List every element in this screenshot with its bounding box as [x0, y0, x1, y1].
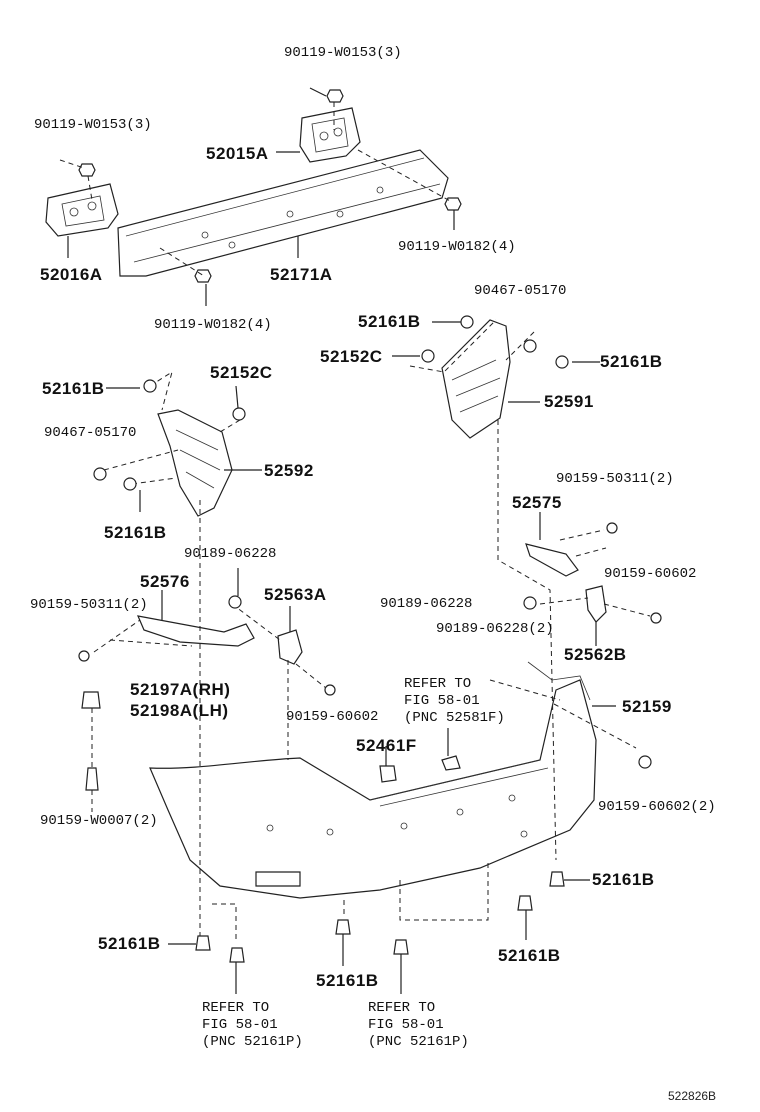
- cap-52461f: [379, 765, 397, 783]
- part-label: 90119-W0153(3): [284, 45, 402, 61]
- part-label: 52161B: [498, 946, 561, 965]
- clip-icon: [460, 315, 474, 329]
- part-label: 52152C: [210, 363, 273, 382]
- reference-note: REFER TO FIG 58-01 (PNC 52581F): [404, 676, 505, 726]
- part-label: 52161B: [592, 870, 655, 889]
- part-label: 90467-05170: [474, 283, 567, 299]
- part-label: 52576: [140, 572, 190, 591]
- bolt-icon: [78, 89, 462, 283]
- part-label: 52016A: [40, 265, 103, 284]
- screw-icon: [650, 612, 662, 624]
- part-label: 90159-W0007(2): [40, 813, 158, 829]
- beam-bracket-left: [45, 183, 119, 237]
- part-label: 90159-60602: [286, 709, 379, 725]
- bracket-52563a: [277, 629, 303, 665]
- pad-52581f: [441, 755, 461, 771]
- screw-icon: [638, 755, 652, 769]
- beam-bracket-right: [299, 107, 361, 163]
- part-label: 90467-05170: [44, 425, 137, 441]
- part-label: 90159-60602(2): [598, 799, 716, 815]
- part-label: 90189-06228: [184, 546, 277, 562]
- part-label: 52171A: [270, 265, 333, 284]
- part-label: 90159-50311(2): [30, 597, 148, 613]
- part-label: 90189-06228: [380, 596, 473, 612]
- part-label: 52575: [512, 493, 562, 512]
- part-label: 90159-60602: [604, 566, 697, 582]
- part-label: 52562B: [564, 645, 627, 664]
- retainer-52576: [137, 615, 255, 647]
- diagram-code: 522826B: [668, 1089, 717, 1103]
- part-label: 90119-W0153(3): [34, 117, 152, 133]
- clip-icon: [517, 895, 533, 911]
- side-retainer-left: [157, 409, 233, 517]
- part-label: 90159-50311(2): [556, 471, 674, 487]
- screw-icon: [78, 650, 90, 662]
- clip-icon: [549, 871, 565, 887]
- part-label: 52159: [622, 697, 672, 716]
- clip-icon: [523, 596, 537, 610]
- clip-icon: [393, 939, 409, 955]
- part-label: 52152C: [320, 347, 383, 366]
- clip-icon: [335, 919, 351, 935]
- clip-icon: [232, 407, 246, 421]
- screw-icon: [324, 684, 336, 696]
- part-label: 52161B: [42, 379, 105, 398]
- part-label: 52197A(RH): [130, 680, 231, 699]
- part-label: 52592: [264, 461, 314, 480]
- rear-bumper-cover: [149, 661, 597, 899]
- part-label: 52015A: [206, 144, 269, 163]
- reference-note: REFER TO FIG 58-01 (PNC 52161P): [368, 1000, 469, 1050]
- retainer-52575: [525, 543, 579, 577]
- clip-icon: [421, 349, 435, 363]
- part-label: 52161B: [316, 971, 379, 990]
- part-label: 52161B: [600, 352, 663, 371]
- clip-icon: [195, 935, 211, 951]
- part-label: 90119-W0182(4): [398, 239, 516, 255]
- clip-icon: [123, 477, 137, 491]
- part-label: 90119-W0182(4): [154, 317, 272, 333]
- pad-52197a: [81, 691, 101, 709]
- part-label: 52161B: [104, 523, 167, 542]
- screw-icon: [85, 767, 99, 791]
- clip-icon: [93, 467, 107, 481]
- part-label: 52563A: [264, 585, 327, 604]
- part-label: 52198A(LH): [130, 701, 229, 720]
- part-label: 52461F: [356, 736, 417, 755]
- clip-icon: [523, 339, 537, 353]
- clip-icon: [555, 355, 569, 369]
- part-label: 52161B: [98, 934, 161, 953]
- reference-note: REFER TO FIG 58-01 (PNC 52161P): [202, 1000, 303, 1050]
- bracket-52562b: [585, 585, 607, 623]
- part-label: 90189-06228(2): [436, 621, 554, 637]
- side-retainer-right: [441, 319, 511, 439]
- clip-icon: [229, 947, 245, 963]
- bumper-reinforcement-beam: [117, 149, 449, 277]
- screw-icon: [606, 522, 618, 534]
- clip-icon: [228, 595, 242, 609]
- part-label: 52591: [544, 392, 594, 411]
- clip-icon: [143, 379, 157, 393]
- part-label: 52161B: [358, 312, 421, 331]
